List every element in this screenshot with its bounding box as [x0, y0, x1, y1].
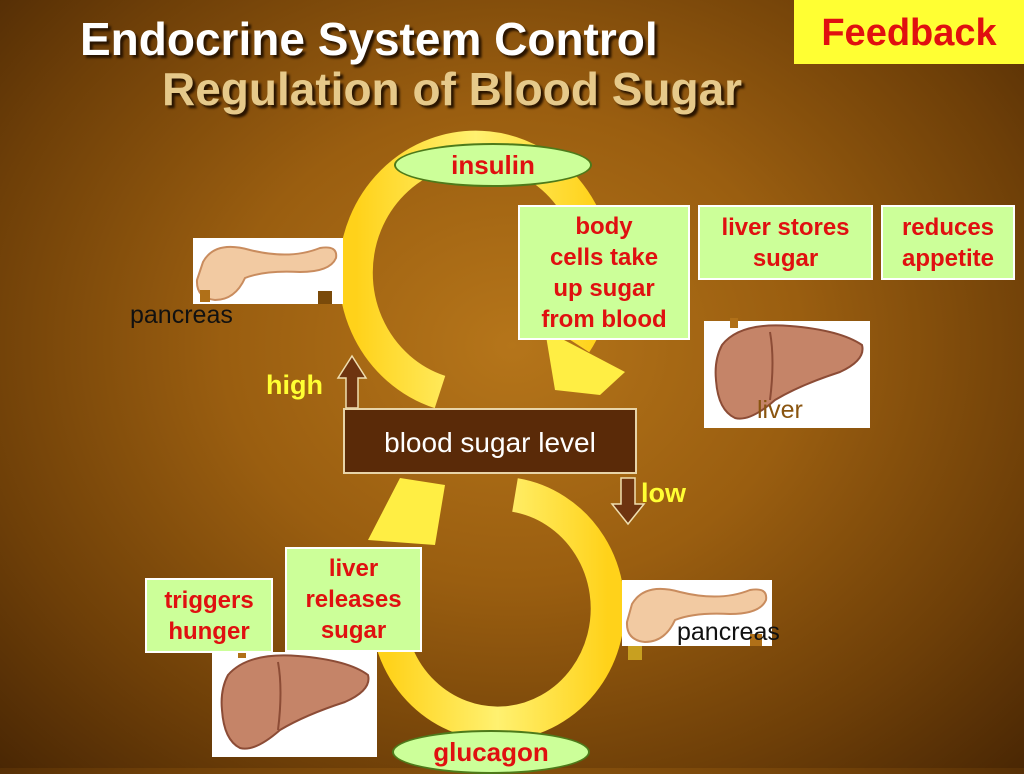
pancreas-label-top: pancreas [130, 301, 233, 329]
insulin-label: insulin [394, 143, 592, 187]
liver-image-right [704, 318, 870, 428]
slide-subtitle: Regulation of Blood Sugar [162, 63, 743, 115]
low-label: low [641, 478, 686, 508]
top-cycle-arrowhead [545, 330, 625, 395]
liver-label: liver [757, 396, 803, 424]
effect-liver-stores: liver stores sugar [698, 205, 873, 280]
slide-title: Endocrine System Control [80, 13, 658, 65]
pancreas-image-bottom [622, 580, 772, 660]
glucagon-label: glucagon [392, 730, 590, 774]
pancreas-image-top [193, 238, 343, 304]
feedback-button[interactable]: Feedback [794, 0, 1024, 64]
effect-reduces-appetite: reduces appetite [881, 205, 1015, 280]
low-arrow-icon [610, 477, 646, 526]
effect-liver-releases: liver releases sugar [285, 547, 422, 652]
effect-body-cells: body cells take up sugar from blood [518, 205, 690, 340]
effect-triggers-hunger: triggers hunger [145, 578, 273, 653]
blood-sugar-level-box: blood sugar level [343, 408, 637, 474]
liver-image-left [212, 648, 377, 757]
bottom-cycle-arrowhead [368, 478, 445, 545]
pancreas-label-bottom: pancreas [677, 618, 780, 646]
high-label: high [266, 370, 323, 400]
high-arrow-icon [336, 354, 368, 409]
